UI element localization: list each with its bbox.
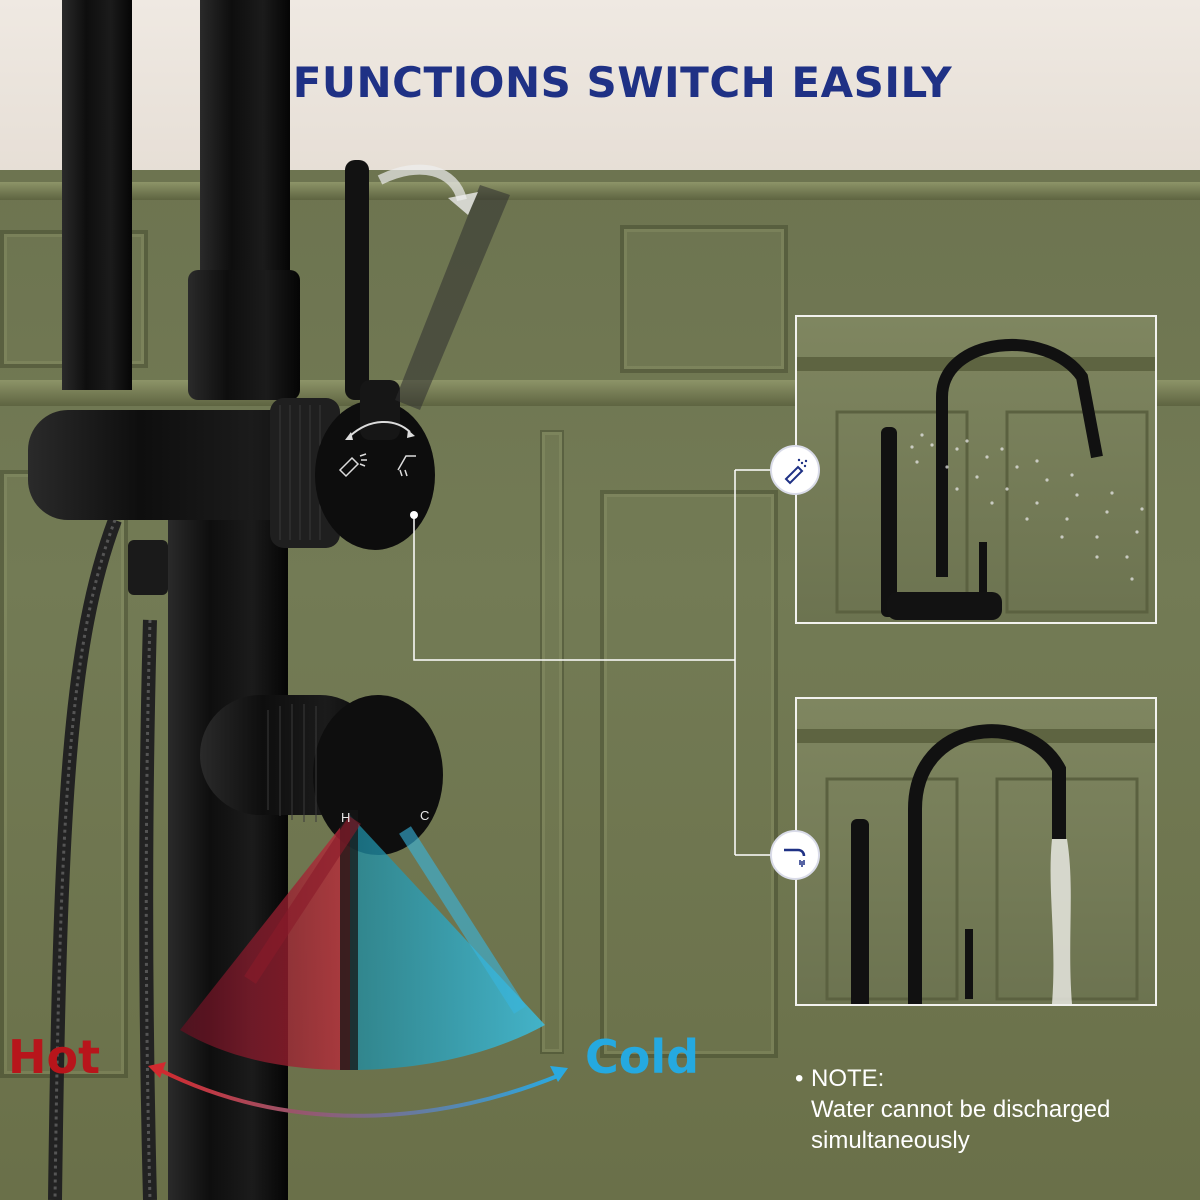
cold-label: Cold	[585, 1030, 700, 1084]
diverter-knob-face	[315, 400, 435, 550]
leader-lines	[413, 469, 790, 856]
inset-tub-spout	[795, 697, 1157, 1006]
cold-mark: C	[420, 808, 430, 823]
handheld-shower-icon	[770, 445, 820, 495]
note-block: •NOTE: Water cannot be discharged simult…	[795, 1065, 1111, 1154]
diverter-lever	[345, 160, 369, 400]
inset-handheld-shower	[795, 315, 1157, 624]
back-pipe	[62, 0, 132, 390]
page-title: 2 FUNCTIONS SWITCH EASILY	[247, 58, 953, 107]
pipe-collar	[188, 270, 300, 400]
hot-label: Hot	[8, 1030, 101, 1084]
main-column	[168, 470, 288, 1200]
mixer-knob-face	[313, 695, 443, 855]
note-text-line2: simultaneously	[811, 1127, 970, 1154]
door-frame	[540, 430, 564, 1054]
hot-sector	[180, 815, 350, 1070]
hose-connector	[128, 540, 168, 595]
rotate-arrow	[377, 164, 467, 202]
inset-spout-illustration	[797, 724, 1155, 1004]
mixer-handle	[340, 810, 358, 1070]
hot-cold-arrow	[159, 1068, 561, 1118]
wall-panel	[620, 225, 788, 373]
hot-mark: H	[341, 810, 351, 825]
cold-sector	[350, 815, 545, 1070]
wall-panel	[600, 490, 778, 1058]
tub-spout-icon	[770, 830, 820, 880]
note-heading: NOTE:	[811, 1065, 885, 1092]
water-stream	[1050, 839, 1072, 1004]
crown-molding	[0, 182, 1200, 200]
diverter-housing	[28, 410, 348, 520]
inset-handheld-illustration	[797, 338, 1155, 620]
diverter-symbols	[338, 453, 416, 478]
front-pipe	[200, 0, 290, 290]
lever-ghost	[395, 185, 510, 410]
note-text-line1: Water cannot be discharged	[811, 1096, 1111, 1123]
